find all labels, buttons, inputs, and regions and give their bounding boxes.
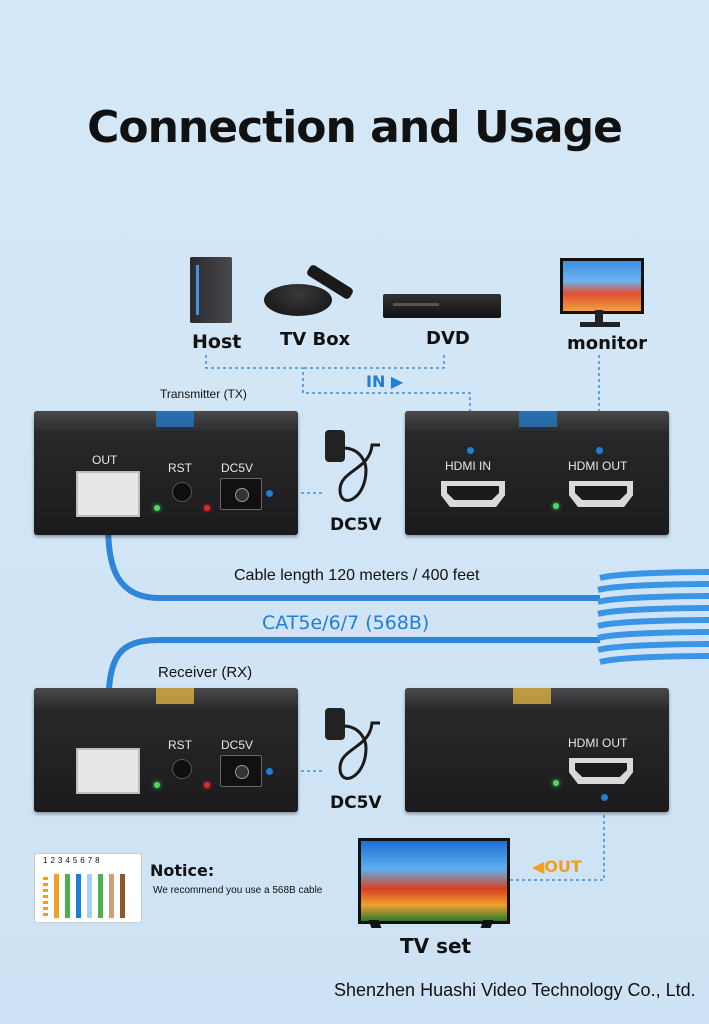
dvd-label: DVD xyxy=(426,328,470,349)
monitor-base xyxy=(580,322,620,327)
cable-coil xyxy=(597,569,709,665)
dc-jack xyxy=(220,478,262,510)
tx-hdmi-led xyxy=(553,503,559,509)
cable-length-label: Cable length 120 meters / 400 feet xyxy=(234,567,480,584)
tv-box-icon xyxy=(264,284,332,316)
out-label: ◀OUT xyxy=(532,857,582,876)
dvd-player-icon xyxy=(383,294,501,318)
receiver-unit-hdmi: HDMI OUT xyxy=(405,688,669,812)
rx-led-green xyxy=(154,782,160,788)
notice-text: We recommend you use a 568B cable xyxy=(153,885,323,896)
rj45-out-port xyxy=(76,471,140,517)
company-name: Shenzhen Huashi Video Technology Co., Lt… xyxy=(334,980,696,1000)
transmitter-unit-hdmi: HDMI IN HDMI OUT xyxy=(405,411,669,535)
rst-label: RST xyxy=(168,461,192,475)
play-arrow-icon: ▶ xyxy=(390,372,404,391)
rx-led-red xyxy=(204,782,210,788)
dc-port-label: DC5V xyxy=(221,461,254,475)
rx-rst-button[interactable] xyxy=(172,759,192,779)
hdmi-in-dot xyxy=(467,447,474,454)
out-port-label: OUT xyxy=(92,453,118,467)
hdmi-in-label: HDMI IN xyxy=(445,459,491,473)
left-arrow-icon: ◀ xyxy=(532,857,545,876)
hdmi-out-port xyxy=(569,481,633,507)
rx-hdmi-out-dot xyxy=(601,794,608,801)
tx-power-label: DC5V xyxy=(330,515,382,535)
tv-set-label: TV set xyxy=(400,934,472,958)
transmitter-label: Transmitter (TX) xyxy=(160,387,247,401)
dvd-line xyxy=(303,355,445,369)
in-label: IN ▶ xyxy=(366,372,404,391)
wiring-diagram: 12345678 xyxy=(34,853,142,923)
tx-led-green xyxy=(154,505,160,511)
rj45-in-port xyxy=(76,748,140,794)
hdmi-out-dot xyxy=(596,447,603,454)
receiver-unit: RST DC5V xyxy=(34,688,298,812)
monitor-icon xyxy=(560,258,644,314)
power-adapter-rx xyxy=(325,708,380,780)
page-title: Connection and Usage xyxy=(87,102,623,153)
out-line xyxy=(510,797,605,881)
tx-led-red xyxy=(204,505,210,511)
rst-button[interactable] xyxy=(172,482,192,502)
rx-hdmi-out-label: HDMI OUT xyxy=(568,736,628,750)
rx-hdmi-out-port xyxy=(569,758,633,784)
tv-box-label: TV Box xyxy=(280,329,351,350)
rx-power-label: DC5V xyxy=(330,793,382,813)
cable-type-label: CAT5e/6/7 (568B) xyxy=(262,612,430,634)
pin-numbers: 12345678 xyxy=(43,856,103,865)
rx-dc-jack xyxy=(220,755,262,787)
tx-dc-dot xyxy=(266,490,273,497)
transmitter-unit: OUT RST DC5V xyxy=(34,411,298,535)
rx-dc-port-label: DC5V xyxy=(221,738,254,752)
wire-colors xyxy=(43,874,125,918)
hdmi-in-port xyxy=(441,481,505,507)
hdmi-out-label: HDMI OUT xyxy=(568,459,628,473)
monitor-stand xyxy=(595,310,603,324)
rx-dc-dot xyxy=(266,768,273,775)
receiver-label: Receiver (RX) xyxy=(158,664,253,681)
monitor-label: monitor xyxy=(567,333,647,354)
tv-set-icon xyxy=(358,838,510,924)
host-pc-icon xyxy=(190,257,232,323)
rx-rst-label: RST xyxy=(168,738,192,752)
in-line xyxy=(205,355,471,450)
host-label: Host xyxy=(192,331,242,353)
notice-title: Notice: xyxy=(150,861,215,880)
rx-hdmi-led xyxy=(553,780,559,786)
power-adapter-tx xyxy=(325,430,380,502)
